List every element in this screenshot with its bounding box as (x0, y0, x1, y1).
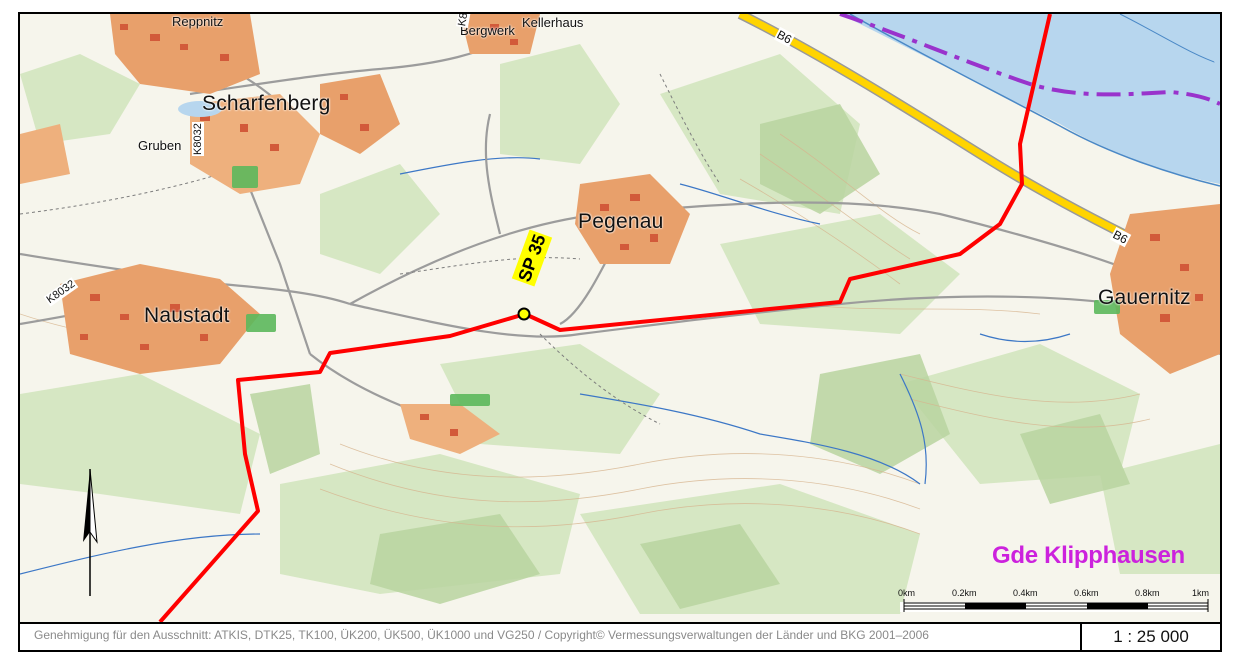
map-scale: 1 : 25 000 (1080, 624, 1220, 650)
municipal-boundary (839, 14, 1220, 106)
scale-tick-1: 0.2km (952, 588, 977, 598)
place-label-kellerhaus: Kellerhaus (522, 15, 584, 30)
paths (20, 73, 721, 425)
woodland (250, 104, 1130, 609)
scale-tick-4: 0.8km (1135, 588, 1160, 598)
copyright-notice: Genehmigung für den Ausschnitt: ATKIS, D… (34, 628, 929, 642)
scale-bar (900, 599, 1209, 612)
municipality-label: Gde Klipphausen (992, 542, 1185, 569)
place-label-scharfenberg: Scharfenberg (202, 92, 331, 115)
place-label-reppnitz: Reppnitz (172, 14, 224, 29)
scale-tick-5: 1km (1192, 588, 1210, 598)
map-frame: Reppnitz Bergwerk Kellerhaus Scharfenber… (18, 12, 1222, 624)
road-label-k8032-vertical: K8032 (192, 122, 204, 156)
place-label-gauernitz: Gauernitz (1098, 286, 1191, 309)
streams (20, 157, 1071, 575)
map-footer: Genehmigung für den Ausschnitt: ATKIS, D… (18, 624, 1222, 652)
scale-tick-2: 0.4km (1013, 588, 1038, 598)
scale-tick-0: 0km (898, 588, 916, 598)
north-arrow-icon (83, 468, 98, 596)
pond (178, 101, 222, 117)
place-label-gruben: Gruben (138, 138, 182, 153)
topographic-map (20, 14, 1220, 622)
green-patches (232, 166, 1120, 406)
contour-lines (20, 133, 1151, 535)
place-label-bergwerk: Bergwerk (460, 23, 515, 38)
place-label-naustadt: Naustadt (144, 304, 230, 327)
place-label-pegenau: Pegenau (578, 210, 664, 233)
scale-tick-3: 0.6km (1074, 588, 1099, 598)
route-line (158, 14, 1052, 622)
buildings (80, 24, 1203, 436)
survey-point-marker[interactable] (517, 307, 531, 321)
